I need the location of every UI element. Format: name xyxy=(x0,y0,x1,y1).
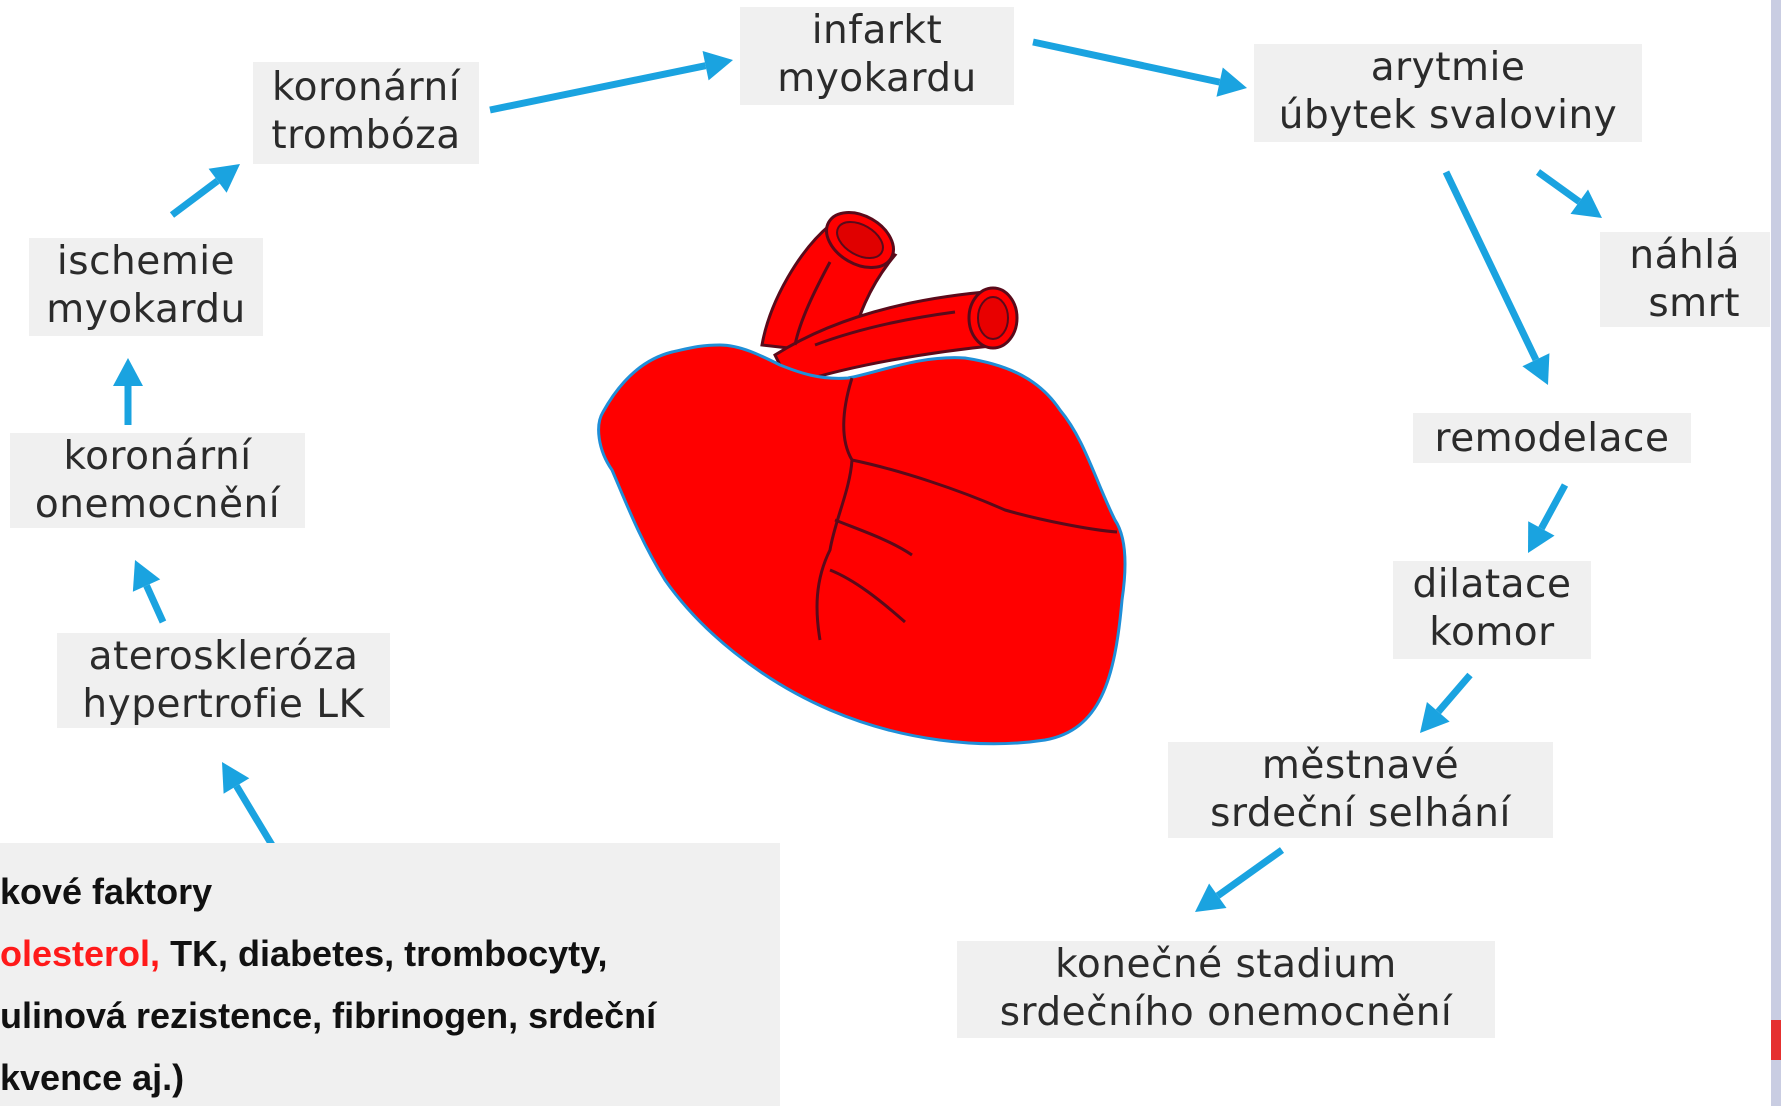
cholesterol-highlight: olesterol, xyxy=(0,933,160,974)
arrow-infarkt-to-arytmie-head xyxy=(1216,67,1247,96)
node-line: arytmie xyxy=(1254,44,1642,92)
arrow-ischemie-to-tromboza-head xyxy=(209,164,240,193)
node-line: smrt xyxy=(1600,280,1770,328)
node-ischemie-myokardu: ischemie myokardu xyxy=(29,238,263,336)
node-infarkt-myokardu: infarkt myokardu xyxy=(740,7,1014,105)
arrow-onemocneni-to-ischemie-head xyxy=(113,358,143,386)
risk-factors-line: olesterol, TK, diabetes, trombocyty, xyxy=(0,923,780,985)
risk-factors-box: kové faktory olesterol, TK, diabetes, tr… xyxy=(0,843,780,1106)
node-line: srdeční selhání xyxy=(1168,790,1553,838)
node-konecne-stadium: konečné stadium srdečního onemocnění xyxy=(957,941,1495,1038)
arrow-infarkt-to-arytmie-shaft xyxy=(1033,42,1220,82)
node-ateroskleroza: ateroskleróza hypertrofie LK xyxy=(57,633,390,728)
heart-body xyxy=(599,345,1125,744)
arrow-remodelace-to-dilatace-shaft xyxy=(1541,485,1565,528)
node-mestnave-selhani: městnavé srdeční selhání xyxy=(1168,742,1553,838)
node-nahla-smrt: náhlá smrt xyxy=(1600,232,1770,327)
node-line: hypertrofie LK xyxy=(57,681,390,729)
node-arytmie: arytmie úbytek svaloviny xyxy=(1254,44,1642,142)
arrow-arytmie-to-remodelace-shaft xyxy=(1446,172,1536,360)
node-line: infarkt xyxy=(740,7,1014,55)
arrow-arytmie-to-smrt-shaft xyxy=(1538,172,1579,202)
slide-edge-bar xyxy=(1771,0,1781,1106)
node-line: remodelace xyxy=(1413,415,1691,463)
arrow-dilatace-to-selhani-shaft xyxy=(1438,675,1470,712)
node-line: srdečního onemocnění xyxy=(957,989,1495,1037)
node-line: náhlá xyxy=(1600,232,1770,280)
arrow-ateroskleroza-from-risk-shaft xyxy=(236,786,272,845)
risk-factors-heading: kové faktory xyxy=(0,861,780,923)
risk-factors-rest: TK, diabetes, trombocyty, xyxy=(160,933,607,974)
slide-edge-marker xyxy=(1771,1020,1781,1060)
node-dilatace-komor: dilatace komor xyxy=(1393,561,1591,659)
arrow-tromboza-to-infarkt-head xyxy=(703,51,733,80)
arrow-arytmie-to-smrt-head xyxy=(1571,189,1602,218)
risk-factors-line: ulinová rezistence, fibrinogen, srdeční xyxy=(0,985,780,1047)
node-line: konečné stadium xyxy=(957,941,1495,989)
node-koronarni-tromboza: koronární trombóza xyxy=(253,62,479,164)
node-line: ischemie xyxy=(29,238,263,286)
node-line: dilatace xyxy=(1393,561,1591,609)
node-line: úbytek svaloviny xyxy=(1254,92,1642,140)
node-remodelace: remodelace xyxy=(1413,413,1691,463)
arrow-ischemie-to-tromboza-shaft xyxy=(172,181,218,215)
node-line: komor xyxy=(1393,609,1591,657)
risk-factors-line: kvence aj.) xyxy=(0,1047,780,1106)
node-line: koronární xyxy=(253,64,479,112)
node-koronarni-onemocneni: koronární onemocnění xyxy=(10,433,305,528)
arrow-selhani-to-stadium-head xyxy=(1195,884,1227,912)
node-line: ateroskleróza xyxy=(57,633,390,681)
node-line: koronární xyxy=(10,433,305,481)
heart-illustration xyxy=(590,205,1140,755)
arrow-selhani-to-stadium-shaft xyxy=(1218,850,1282,896)
node-line: městnavé xyxy=(1168,742,1553,790)
node-line: onemocnění xyxy=(10,481,305,529)
node-line: myokardu xyxy=(740,55,1014,103)
node-line: myokardu xyxy=(29,286,263,334)
arrow-onemocneni-to-ateroskleroza-shaft xyxy=(147,586,163,622)
arrow-tromboza-to-infarkt-shaft xyxy=(490,66,706,110)
node-line: trombóza xyxy=(253,112,479,160)
